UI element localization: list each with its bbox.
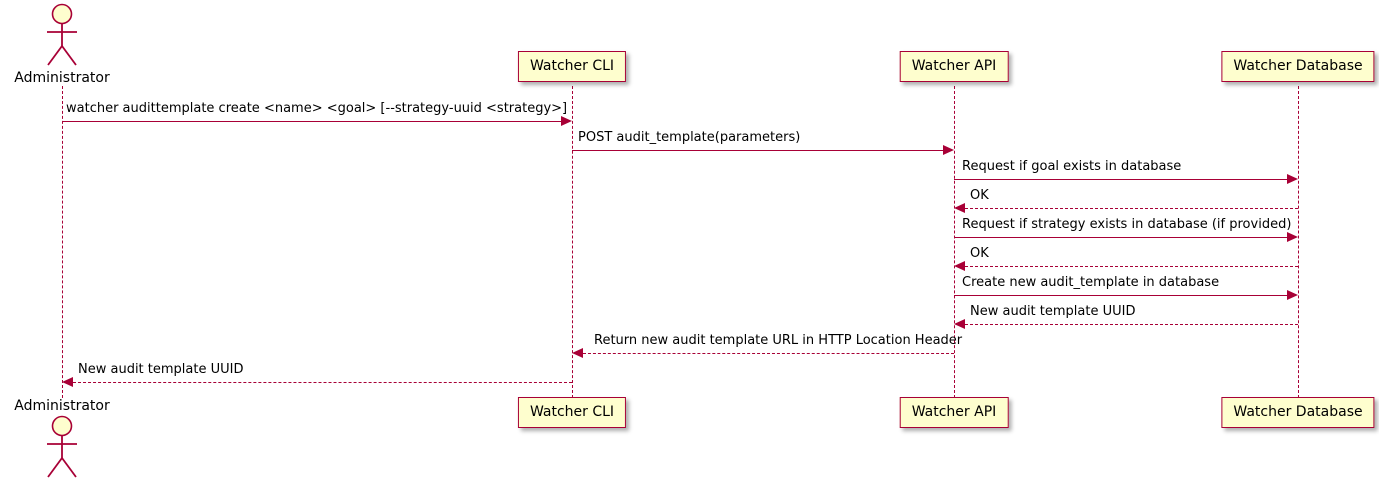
- message-line-8: [965, 324, 1298, 325]
- actor-administrator-bottom-label: Administrator: [14, 398, 110, 414]
- message-label-1: watcher audittemplate create <name> <goa…: [66, 101, 568, 116]
- message-arrowhead-6: [954, 261, 965, 271]
- message-line-4: [965, 208, 1298, 209]
- lifeline-watcher-database: [1298, 86, 1299, 398]
- participant-watcher-api-top: Watcher API: [899, 51, 1009, 82]
- actor-administrator-top-figure: [39, 2, 85, 72]
- message-line-10: [73, 382, 572, 383]
- participant-watcher-database-top: Watcher Database: [1221, 51, 1375, 82]
- message-line-3: [954, 179, 1287, 180]
- lifeline-watcher-cli: [572, 86, 573, 398]
- message-arrowhead-5: [1287, 232, 1298, 242]
- message-label-2: POST audit_template(parameters): [578, 130, 801, 145]
- lifeline-watcher-api: [954, 86, 955, 398]
- message-label-6: OK: [970, 246, 989, 261]
- message-arrowhead-8: [954, 319, 965, 329]
- message-label-7: Create new audit_template in database: [962, 275, 1220, 290]
- message-arrowhead-9: [572, 348, 583, 358]
- message-arrowhead-3: [1287, 174, 1298, 184]
- message-arrowhead-1: [561, 116, 572, 126]
- message-line-5: [954, 237, 1287, 238]
- message-line-1: [62, 121, 561, 122]
- participant-watcher-api-bottom: Watcher API: [899, 397, 1009, 428]
- message-line-6: [965, 266, 1298, 267]
- actor-administrator-bottom-figure: [39, 414, 85, 483]
- message-arrowhead-7: [1287, 290, 1298, 300]
- participant-watcher-cli-bottom: Watcher CLI: [517, 397, 627, 428]
- message-line-2: [572, 150, 943, 151]
- message-label-4: OK: [970, 188, 989, 203]
- actor-administrator-top-label: Administrator: [14, 70, 110, 86]
- message-label-3: Request if goal exists in database: [962, 159, 1182, 174]
- message-line-7: [954, 295, 1287, 296]
- lifeline-administrator: [62, 86, 63, 398]
- participant-watcher-database-bottom: Watcher Database: [1221, 397, 1375, 428]
- participant-watcher-cli-top: Watcher CLI: [517, 51, 627, 82]
- message-label-10: New audit template UUID: [78, 362, 244, 377]
- message-arrowhead-10: [62, 377, 73, 387]
- message-label-9: Return new audit template URL in HTTP Lo…: [594, 333, 963, 348]
- message-arrowhead-2: [943, 145, 954, 155]
- message-line-9: [583, 353, 954, 354]
- message-label-5: Request if strategy exists in database (…: [962, 217, 1292, 232]
- message-label-8: New audit template UUID: [970, 304, 1136, 319]
- message-arrowhead-4: [954, 203, 965, 213]
